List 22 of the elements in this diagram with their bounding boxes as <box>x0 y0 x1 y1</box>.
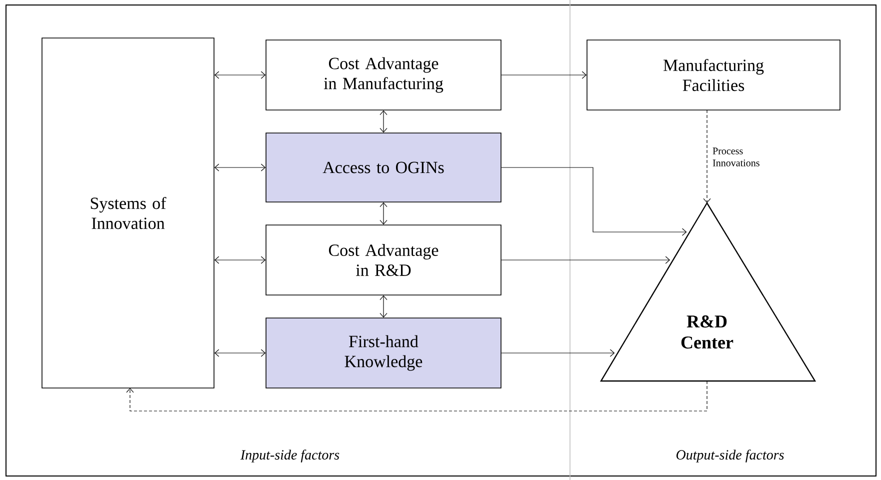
arrow <box>501 256 670 264</box>
arrow <box>501 71 587 79</box>
arrow <box>214 164 266 172</box>
arrow <box>126 380 708 412</box>
arrow <box>380 110 388 133</box>
section-label: Input-side factors <box>240 450 340 462</box>
arrow <box>214 349 266 357</box>
process-box: Cost Advantage in Manufacturing <box>266 40 502 110</box>
arrow <box>214 256 266 264</box>
arrow <box>380 202 388 225</box>
arrow <box>703 110 711 203</box>
arrow <box>380 295 388 318</box>
section-label: Output-side factors <box>676 450 784 462</box>
process-box: Cost Advantage in R&D <box>266 224 502 296</box>
arrow <box>501 167 687 236</box>
edge-label: Process Innovations <box>712 148 760 166</box>
process-box: First-hand Knowledge <box>266 318 502 388</box>
process-box: Manufacturing Facilities <box>586 40 840 110</box>
process-box: Systems of Innovation <box>42 38 214 388</box>
arrow <box>214 71 266 79</box>
arrow <box>501 349 615 357</box>
process-box: Access to OGINs <box>266 132 502 202</box>
